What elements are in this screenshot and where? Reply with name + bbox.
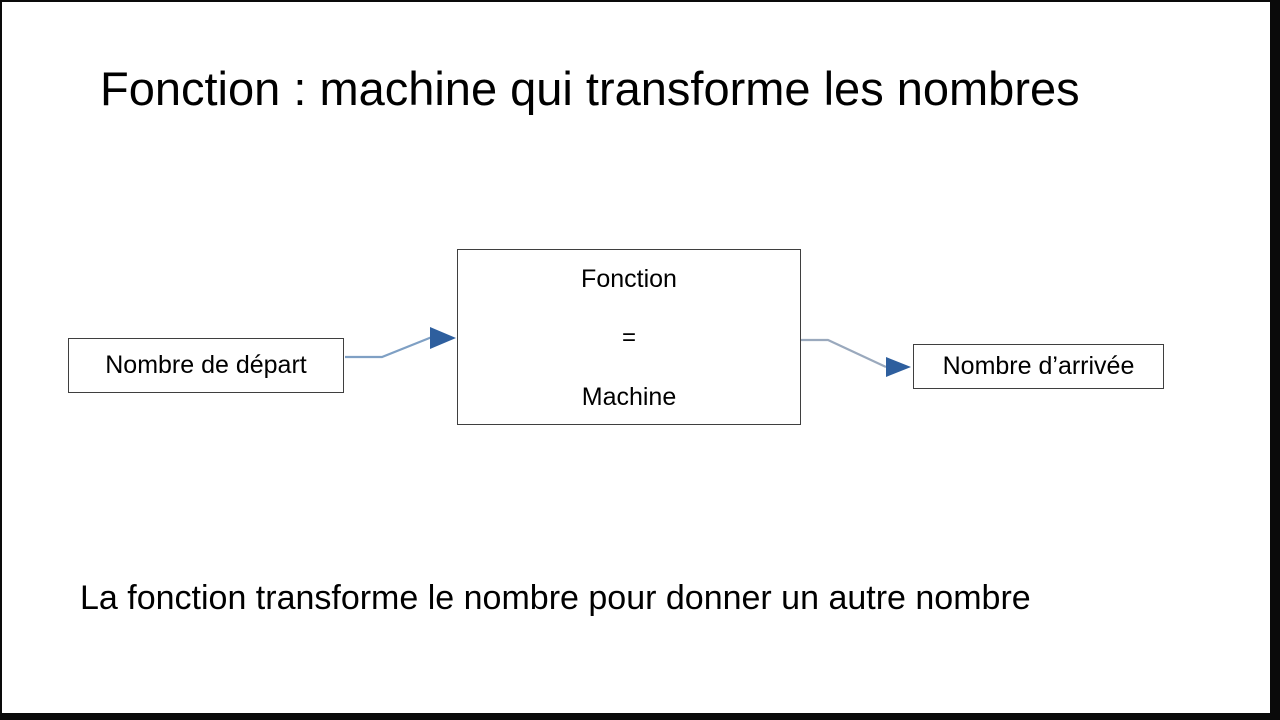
end-number-box: Nombre d’arrivée (913, 344, 1164, 389)
end-number-label: Nombre d’arrivée (942, 352, 1135, 380)
machine-line-equals: = (621, 324, 636, 351)
arrow-start-to-machine (345, 327, 456, 359)
slide-caption: La fonction transforme le nombre pour do… (80, 579, 1031, 617)
slide-frame-bottom (0, 713, 1280, 720)
start-number-label: Nombre de départ (105, 351, 307, 379)
machine-line-fonction: Fonction (581, 265, 677, 293)
slide-title: Fonction : machine qui transforme les no… (100, 62, 1080, 115)
slide-frame-right (1270, 0, 1280, 720)
slide-frame-top (0, 0, 1280, 2)
arrow-machine-to-end (801, 338, 911, 377)
start-number-box: Nombre de départ (68, 338, 344, 393)
function-machine-box: Fonction = Machine (457, 249, 801, 425)
machine-line-machine: Machine (581, 383, 677, 411)
slide-frame-left (0, 0, 2, 720)
